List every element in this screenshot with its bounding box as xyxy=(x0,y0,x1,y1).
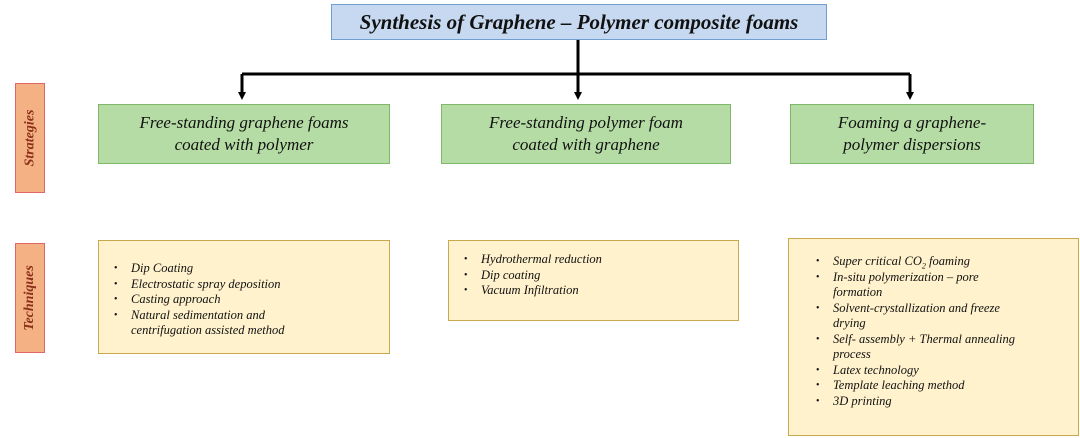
technique-text: Super critical CO xyxy=(833,254,922,268)
techniques-label: Techniques xyxy=(15,243,45,353)
technique-list: Super critical CO2 foaming In-situ polym… xyxy=(801,254,1078,409)
technique-item: Latex technology xyxy=(816,363,1078,379)
strategy-line: Free-standing polymer foam xyxy=(489,113,683,132)
strategy-polymer-foam: Free-standing polymer foam coated with g… xyxy=(441,104,731,164)
technique-item: In-situ polymerization – pore formation xyxy=(816,269,1078,301)
strategy-graphene-foams: Free-standing graphene foams coated with… xyxy=(98,104,390,164)
technique-line: centrifugation assisted method xyxy=(131,323,285,337)
technique-item: Hydrothermal reduction xyxy=(464,252,738,268)
technique-item: Electrostatic spray deposition xyxy=(114,277,389,293)
technique-line: process xyxy=(833,347,871,361)
technique-line: Natural sedimentation and xyxy=(131,307,266,322)
technique-list: Hydrothermal reduction Dip coating Vacuu… xyxy=(449,252,738,299)
technique-item: Self- assembly + Thermal annealing proce… xyxy=(816,331,1078,363)
diagram-title: Synthesis of Graphene – Polymer composit… xyxy=(331,4,827,40)
technique-item: Dip Coating xyxy=(114,261,389,277)
strategies-label-text: Strategies xyxy=(22,109,37,167)
technique-item: Super critical CO2 foaming xyxy=(816,254,1078,271)
technique-item: Vacuum Infiltration xyxy=(464,283,738,299)
technique-item: Dip coating xyxy=(464,268,738,284)
strategy-line: coated with graphene xyxy=(512,135,660,154)
technique-item: Template leaching method xyxy=(816,378,1078,394)
technique-list: Dip Coating Electrostatic spray depositi… xyxy=(99,261,389,339)
technique-line: Self- assembly + Thermal annealing xyxy=(833,331,1016,346)
strategy-foaming-dispersions: Foaming a graphene- polymer dispersions xyxy=(790,104,1034,164)
strategy-line: Free-standing graphene foams xyxy=(139,113,349,132)
strategy-line: polymer dispersions xyxy=(843,135,981,154)
strategy-line: Foaming a graphene- xyxy=(837,113,987,132)
subscript-two: 2 xyxy=(921,261,926,271)
technique-item: Solvent-crystallization and freeze dryin… xyxy=(816,300,1078,332)
strategies-label: Strategies xyxy=(15,83,45,193)
technique-line: drying xyxy=(833,316,866,330)
techniques-label-text: Techniques xyxy=(22,265,38,331)
techniques-box-1: Dip Coating Electrostatic spray depositi… xyxy=(98,240,390,354)
techniques-box-2: Hydrothermal reduction Dip coating Vacuu… xyxy=(448,240,739,321)
technique-text: foaming xyxy=(925,254,970,268)
technique-item: Casting approach xyxy=(114,292,389,308)
technique-item: Natural sedimentation and centrifugation… xyxy=(114,307,389,339)
technique-line: formation xyxy=(833,285,883,299)
technique-item: 3D printing xyxy=(816,394,1078,410)
strategy-line: coated with polymer xyxy=(174,135,314,154)
technique-line: Solvent-crystallization and freeze xyxy=(833,300,1000,315)
technique-line: In-situ polymerization – pore xyxy=(833,269,979,284)
techniques-box-3: Super critical CO2 foaming In-situ polym… xyxy=(788,238,1079,436)
